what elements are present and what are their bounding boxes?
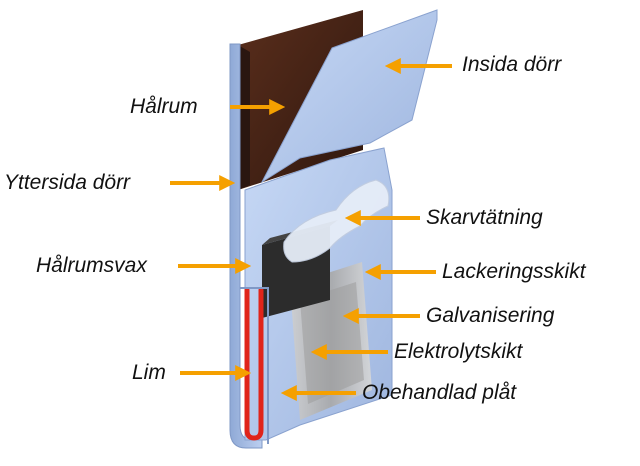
label-skarvtatning: Skarvtätning: [426, 206, 543, 229]
adhesive-bead: [244, 287, 264, 441]
label-galvanisering: Galvanisering: [426, 304, 555, 327]
label-obehandlad-plat: Obehandlad plåt: [362, 381, 517, 404]
hem-edge: [240, 287, 269, 444]
label-elektrolytskikt: Elektrolytskikt: [394, 340, 523, 363]
label-insida-dorr: Insida dörr: [462, 53, 562, 76]
label-lim: Lim: [132, 361, 166, 384]
inner-door-panel: [260, 9, 438, 184]
label-yttersida-dorr: Yttersida dörr: [4, 171, 131, 194]
clear-seam-sealant: [283, 179, 390, 263]
label-halrum: Hålrum: [130, 95, 198, 118]
label-halrumsvax: Hålrumsvax: [36, 254, 147, 277]
label-lackeringsskikt: Lackeringsskikt: [442, 260, 586, 283]
cavity-edge: [238, 45, 250, 190]
label-arrows: [170, 58, 452, 401]
